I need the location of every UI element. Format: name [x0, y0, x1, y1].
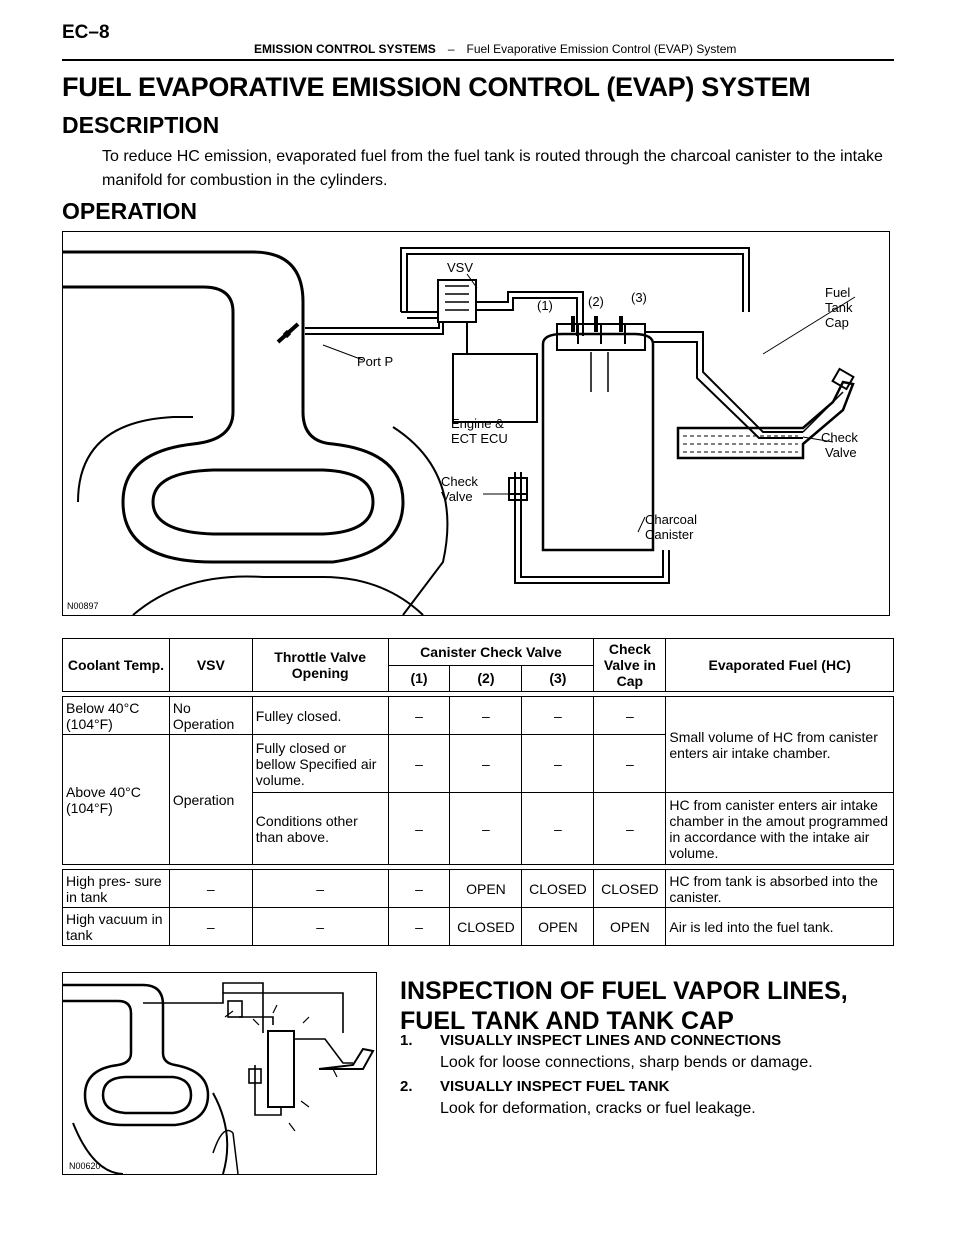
table-row: Above 40°C (104°F) Operation Fully close… — [62, 734, 894, 865]
cell-no-operation: No Operation — [168, 696, 253, 735]
header-port-3: (3) — [521, 664, 595, 692]
cell-dash: – — [521, 696, 595, 735]
cell-closed: CLOSED — [593, 869, 667, 908]
cell-closed: CLOSED — [521, 869, 595, 908]
label-fuel-tank-cap-1: Fuel — [825, 285, 850, 300]
label-fuel-tank-cap-2: Tank — [825, 300, 853, 315]
cell-fulley-closed: Fulley closed. — [251, 696, 389, 735]
label-ecu-1: Engine & — [451, 416, 504, 431]
table-header-row: Coolant Temp. VSV Throttle Valve Opening… — [62, 638, 894, 692]
cell-air-led: Air is led into the fuel tank. — [665, 907, 894, 946]
inspection-heading-line1: INSPECTION OF FUEL VAPOR LINES, — [400, 977, 848, 1005]
step-1-detail: Look for loose connections, sharp bends … — [440, 1054, 813, 1071]
step-2-heading: VISUALLY INSPECT FUEL TANK — [440, 1078, 670, 1095]
cell-dash: – — [593, 734, 667, 793]
label-check-valve-right-1: Check — [821, 430, 858, 445]
cell-above-temp: Above 40°C (104°F) — [62, 734, 170, 865]
inspection-heading: INSPECTION OF FUEL VAPOR LINES, FUEL TAN… — [400, 976, 848, 1036]
cell-dash: – — [387, 907, 451, 946]
label-port-3: (3) — [631, 290, 647, 305]
intake-manifold-shape — [63, 250, 405, 564]
cell-dash: – — [168, 869, 253, 908]
running-header-section: EMISSION CONTROL SYSTEMS — [254, 42, 436, 56]
running-header: EMISSION CONTROL SYSTEMS–Fuel Evaporativ… — [254, 42, 736, 56]
cell-hc-absorbed: HC from tank is absorbed into the canist… — [665, 869, 894, 908]
cell-dash: – — [251, 907, 389, 946]
cell-dash: – — [449, 734, 523, 793]
cell-dash: – — [387, 734, 451, 793]
label-check-valve-right-2: Valve — [825, 445, 857, 460]
cell-open: OPEN — [521, 907, 595, 946]
header-cap-check-valve: Check Valve in Cap — [593, 638, 667, 692]
cell-dash: – — [521, 734, 595, 793]
table-row: High pres- sure in tank – – – OPEN CLOSE… — [62, 869, 894, 908]
header-port-1: (1) — [387, 664, 451, 692]
label-charcoal-canister-2: Canister — [645, 527, 694, 542]
cell-dash: – — [449, 696, 523, 735]
evap-system-diagram: VSV (1) (2) (3) Fuel Tank Cap Port P Eng… — [62, 231, 890, 616]
cell-dash: – — [593, 792, 667, 865]
cell-operation: Operation — [168, 734, 253, 865]
inspection-figure-code: N00620 — [69, 1161, 101, 1171]
cell-dash: – — [387, 696, 451, 735]
table-row: Below 40°C (104°F) No Operation Fulley c… — [62, 696, 894, 793]
inspection-heading-line2: FUEL TANK AND TANK CAP — [400, 1007, 734, 1035]
header-coolant-temp: Coolant Temp. — [62, 638, 170, 692]
cell-dash: – — [168, 907, 253, 946]
header-evaporated-fuel: Evaporated Fuel (HC) — [665, 638, 894, 692]
running-header-separator: – — [447, 42, 455, 56]
label-vsv: VSV — [447, 260, 473, 275]
cell-dash: – — [593, 696, 667, 735]
label-port-p: Port P — [357, 354, 393, 369]
step-2-title: 2. VISUALLY INSPECT FUEL TANK — [400, 1078, 669, 1095]
description-heading: DESCRIPTION — [62, 112, 220, 138]
header-canister-check-valve: Canister Check Valve — [387, 638, 595, 666]
label-charcoal-canister-1: Charcoal — [645, 512, 697, 527]
label-ecu-2: ECT ECU — [451, 431, 508, 446]
label-port-2: (2) — [588, 294, 604, 309]
label-check-valve-left-2: Valve — [441, 489, 473, 504]
operation-heading: OPERATION — [62, 198, 198, 224]
cell-dash: – — [449, 792, 523, 865]
header-port-2: (2) — [449, 664, 523, 692]
cell-fully-closed: Fully closed or bellow Specified air vol… — [251, 734, 389, 793]
cell-open: OPEN — [593, 907, 667, 946]
cell-dash: – — [521, 792, 595, 865]
cell-dash: – — [251, 869, 389, 908]
cell-conditions-other: Conditions other than above. — [251, 792, 389, 865]
figure-code: N00897 — [67, 601, 99, 611]
step-1-title: 1. VISUALLY INSPECT LINES AND CONNECTIONS — [400, 1032, 781, 1049]
header-vsv: VSV — [168, 638, 253, 692]
step-1-heading: VISUALLY INSPECT LINES AND CONNECTIONS — [440, 1032, 782, 1049]
page-title: FUEL EVAPORATIVE EMISSION CONTROL (EVAP)… — [62, 72, 811, 102]
step-2-number: 2. — [400, 1078, 413, 1095]
header-throttle: Throttle Valve Opening — [251, 638, 389, 692]
label-fuel-tank-cap-3: Cap — [825, 315, 849, 330]
inspection-diagram: N00620 — [62, 972, 377, 1175]
page-number: EC–8 — [62, 22, 110, 43]
cell-below-temp: Below 40°C (104°F) — [62, 696, 170, 735]
operation-table: Coolant Temp. VSV Throttle Valve Opening… — [62, 638, 894, 946]
cell-small-volume: Small volume of HC from canister enters … — [665, 696, 894, 793]
running-header-subsection: Fuel Evaporative Emission Control (EVAP)… — [466, 42, 737, 56]
step-2-detail: Look for deformation, cracks or fuel lea… — [440, 1100, 756, 1117]
header-rule — [62, 59, 894, 61]
cell-high-pressure: High pres- sure in tank — [62, 869, 170, 908]
label-port-1: (1) — [537, 298, 553, 313]
cell-dash: – — [387, 869, 451, 908]
cell-dash: – — [387, 792, 451, 865]
table-row: High vacuum in tank – – – CLOSED OPEN OP… — [62, 907, 894, 946]
cell-high-vacuum: High vacuum in tank — [62, 907, 170, 946]
table-row: Conditions other than above. – – – – HC … — [63, 792, 894, 865]
step-1-number: 1. — [400, 1032, 413, 1049]
cell-open: OPEN — [449, 869, 523, 908]
cell-hc-programmed: HC from canister enters air intake chamb… — [665, 792, 894, 865]
cell-closed: CLOSED — [449, 907, 523, 946]
description-text: To reduce HC emission, evaporated fuel f… — [102, 148, 883, 189]
label-check-valve-left-1: Check — [441, 474, 478, 489]
